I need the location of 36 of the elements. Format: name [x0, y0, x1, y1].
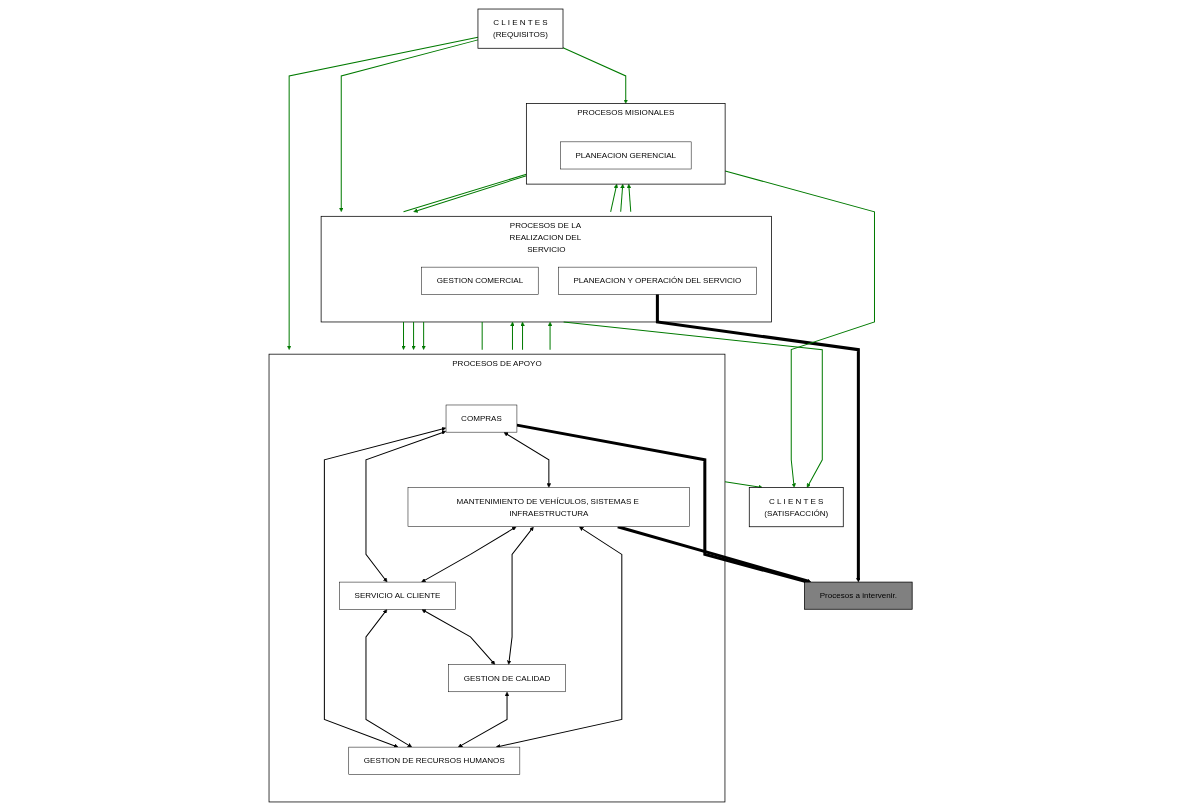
- arrow: [617, 525, 812, 584]
- arrow: [562, 47, 629, 104]
- arrow: [421, 609, 496, 665]
- node-box: GESTION COMERCIAL: [421, 266, 539, 295]
- node-box: MANTENIMIENTO DE VEHÍCULOS, SISTEMAS E INFRAESTRUCTURA: [408, 487, 691, 527]
- arrow: [411, 321, 417, 350]
- arrow: [401, 321, 407, 350]
- arrow: [520, 321, 526, 351]
- arrow: [627, 183, 632, 213]
- arrow: [510, 321, 516, 351]
- node-box: Procesos a intervenir.: [804, 581, 913, 610]
- arrow: [287, 36, 479, 350]
- arrow: [610, 183, 619, 213]
- arrow: [365, 430, 447, 583]
- arrow: [421, 321, 427, 350]
- node-box: PLANEACION GERENCIAL: [560, 141, 692, 170]
- arrow: [563, 321, 824, 488]
- node-box: PLANEACION Y OPERACIÓN DEL SERVICIO: [558, 266, 758, 295]
- arrow: [620, 183, 626, 213]
- node-box: GESTION DE CALIDAD: [448, 664, 567, 692]
- node-box: C L I E N T E S (REQUISITOS): [478, 8, 564, 49]
- arrow: [504, 432, 552, 488]
- node-box: SERVICIO AL CLIENTE: [339, 581, 457, 610]
- arrow: [421, 526, 517, 583]
- arrow: [458, 691, 510, 748]
- arrow: [365, 609, 413, 748]
- arrow: [507, 526, 535, 665]
- arrow: [324, 426, 447, 748]
- node-box: C L I E N T E S (SATISFACCIÓN): [749, 487, 845, 528]
- node-box: GESTION DE RECURSOS HUMANOS: [348, 746, 521, 775]
- arrow: [548, 321, 553, 351]
- arrow: [339, 39, 479, 212]
- arrow: [725, 170, 876, 488]
- node-box: COMPRAS: [446, 404, 518, 433]
- arrow: [656, 294, 861, 583]
- connector: [482, 321, 484, 351]
